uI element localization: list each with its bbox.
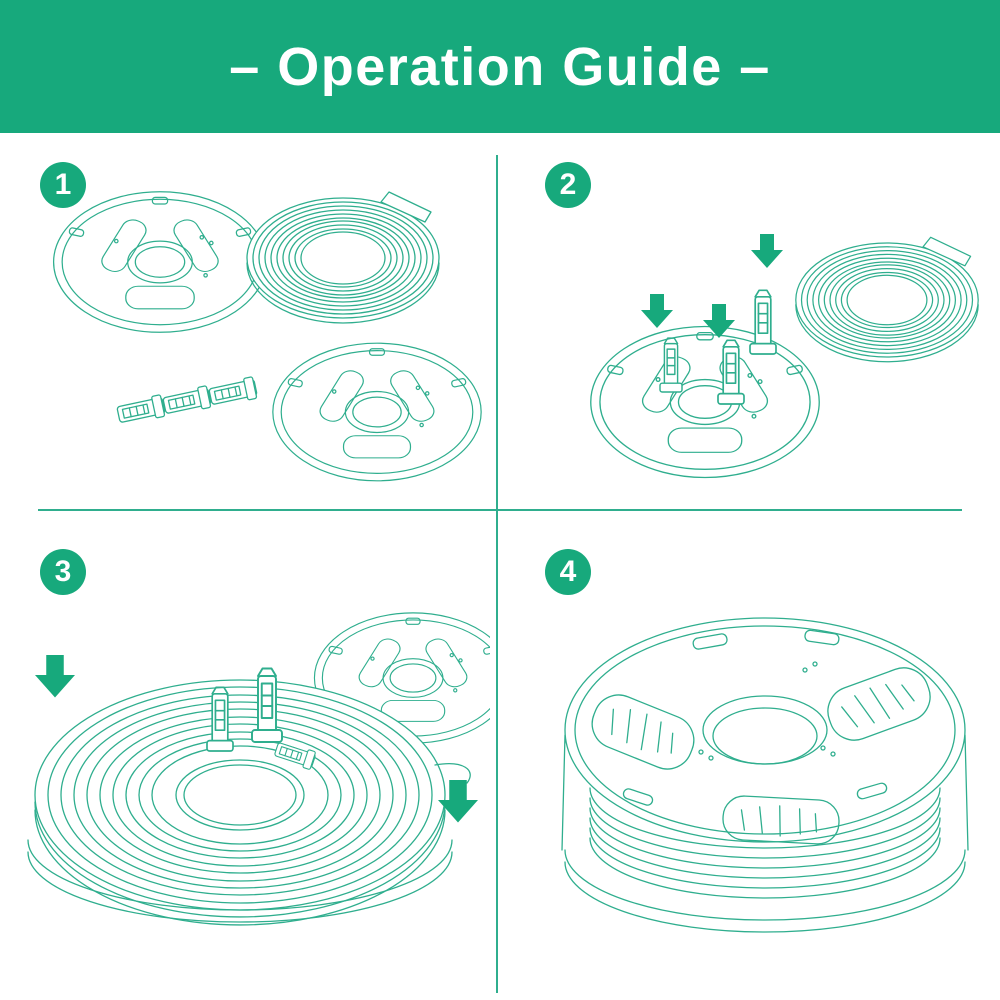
clip-drawing bbox=[749, 289, 777, 355]
step-4-panel: 4 bbox=[497, 510, 1000, 1000]
assembled-spool-drawing bbox=[561, 617, 969, 933]
step-2-badge: 2 bbox=[545, 162, 591, 208]
down-arrow-icon bbox=[751, 234, 783, 268]
page-title: – Operation Guide – bbox=[229, 36, 771, 97]
step-1-panel: 1 bbox=[0, 135, 497, 510]
filament-refill-coil-drawing bbox=[795, 236, 979, 363]
drum-filament-drawing bbox=[561, 734, 969, 933]
step-3-badge: 3 bbox=[40, 549, 86, 595]
down-arrow-icon bbox=[35, 655, 75, 698]
step-2-panel: 2 bbox=[497, 135, 1000, 510]
spool-window bbox=[591, 694, 695, 770]
vertical-divider bbox=[496, 155, 498, 993]
header-banner: – Operation Guide – bbox=[0, 0, 1000, 133]
down-arrow-icon bbox=[641, 294, 673, 328]
clips-row-drawing bbox=[115, 375, 259, 427]
filament-refill-coil-drawing bbox=[246, 191, 440, 324]
spool-half-drawing bbox=[590, 325, 820, 479]
step-1-illustration bbox=[52, 191, 482, 482]
filament-strand-drawing bbox=[434, 763, 471, 784]
step-1-badge: 1 bbox=[40, 162, 86, 208]
step-3-illustration bbox=[27, 612, 490, 926]
spool-half-drawing bbox=[272, 342, 482, 482]
top-disc-drawing bbox=[564, 617, 966, 845]
large-filament-coil-drawing bbox=[27, 679, 453, 926]
step-4-badge: 4 bbox=[545, 549, 591, 595]
step-4-illustration bbox=[561, 617, 969, 933]
spool-window bbox=[722, 795, 840, 845]
horizontal-divider bbox=[38, 509, 962, 511]
step-3-panel: 3 bbox=[0, 510, 497, 1000]
spool-half-drawing bbox=[52, 191, 268, 333]
spool-window bbox=[827, 667, 931, 741]
